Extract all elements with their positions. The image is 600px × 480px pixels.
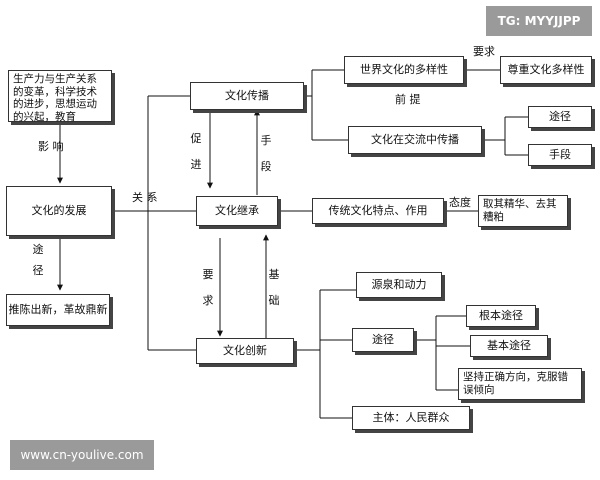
label-require: 要求	[202, 268, 214, 308]
node-new-culture: 推陈出新，革故鼎新	[6, 294, 110, 326]
node-diversity: 世界文化的多样性	[344, 56, 464, 84]
node-basic-path2: 基本途径	[470, 335, 548, 357]
node-innovate: 文化创新	[196, 338, 294, 364]
node-direction: 坚持正确方向，克服错误倾向	[458, 368, 582, 400]
node-development: 文化的发展	[6, 186, 112, 236]
node-factors: 生产力与生产关系的变革，科学技术的进步，思想运动的兴起，教育	[8, 70, 112, 123]
node-inherit: 文化继承	[196, 196, 278, 226]
node-exchange: 文化在交流中传播	[348, 126, 482, 154]
label-attitude: 态度	[449, 196, 471, 209]
label-promote: 促进	[190, 132, 202, 172]
label-way-down: 途径	[32, 243, 44, 277]
label-relation: 关 系	[132, 191, 158, 204]
watermark-bottom: www.cn-youlive.com	[10, 440, 154, 470]
node-means: 手段	[528, 144, 592, 166]
node-basic-path: 根本途径	[466, 305, 536, 327]
node-attitude: 取其精华、去其糟粕	[478, 195, 568, 227]
node-spread: 文化传播	[190, 82, 304, 110]
node-way: 途径	[528, 106, 592, 128]
label-req-top: 要求	[473, 45, 495, 58]
label-means-up: 手段	[260, 134, 272, 174]
watermark-top: TG: MYYJJPP	[486, 6, 592, 36]
node-traditional: 传统文化特点、作用	[312, 198, 444, 224]
node-subject: 主体：人民群众	[352, 406, 470, 430]
label-premise: 前 提	[395, 93, 421, 106]
label-basis: 基础	[268, 268, 280, 308]
node-source: 源泉和动力	[356, 272, 442, 298]
label-influence: 影 响	[38, 140, 64, 153]
node-respect: 尊重文化多样性	[500, 56, 592, 84]
node-paths: 途径	[352, 328, 414, 352]
